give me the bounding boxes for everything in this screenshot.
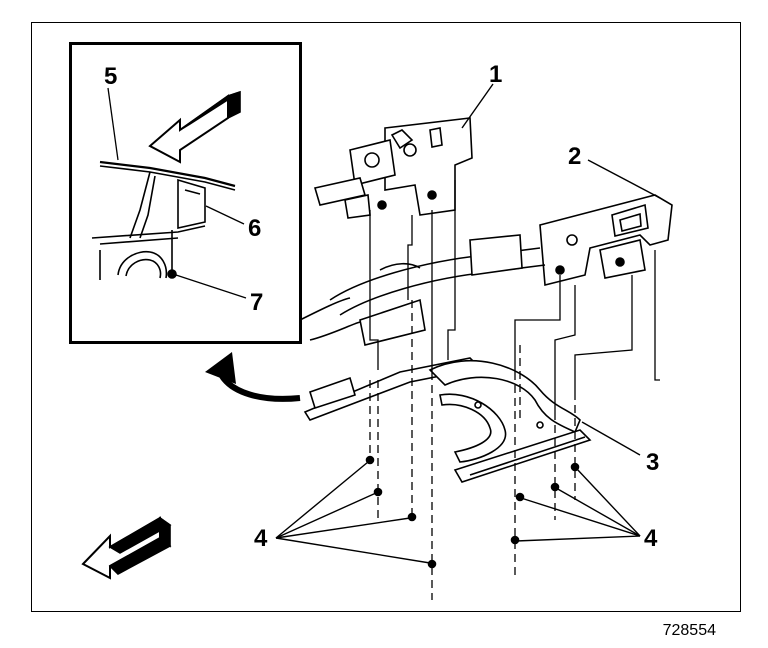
body-mount-6 — [91, 171, 206, 245]
wheel-arch — [99, 250, 168, 280]
frame-rail — [299, 234, 546, 346]
upper-bracket-1 — [313, 117, 473, 219]
callout-7: 7 — [250, 289, 263, 316]
figure-id: 728554 — [662, 622, 716, 639]
curved-arrow-icon — [205, 352, 301, 402]
lower-crossmember-3 — [303, 357, 592, 483]
fastener-7 — [167, 230, 177, 279]
body-panel-5 — [99, 160, 236, 191]
callout-1: 1 — [489, 61, 502, 88]
fastener-guide-lines — [369, 180, 660, 600]
front-direction-arrow-icon — [81, 516, 172, 580]
diagram-frame — [31, 22, 741, 612]
callout-3: 3 — [646, 449, 659, 476]
callout-leaders — [275, 83, 661, 564]
callout-6: 6 — [248, 215, 261, 242]
callout-4-left: 4 — [254, 525, 268, 552]
front-direction-arrow-icon — [148, 90, 241, 164]
callout-4-right: 4 — [644, 525, 658, 552]
callout-5: 5 — [104, 63, 117, 90]
upper-bracket-2 — [539, 194, 673, 287]
callout-2: 2 — [568, 143, 581, 170]
